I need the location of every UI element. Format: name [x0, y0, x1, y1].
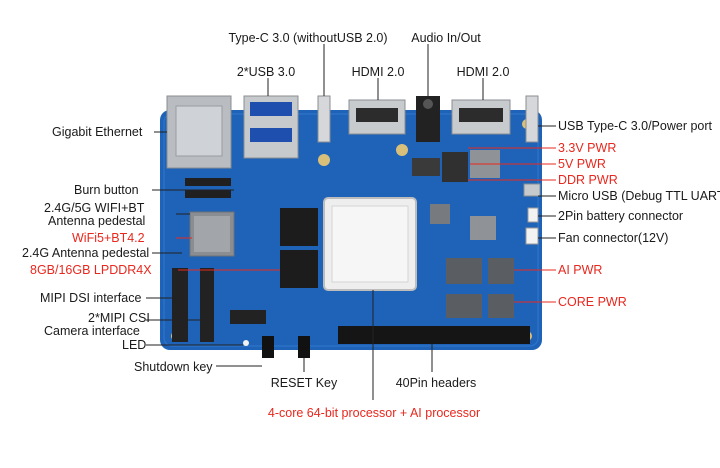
label-camera: Camera interface [44, 324, 140, 338]
label-shutdown: Shutdown key [134, 360, 213, 374]
label-lpddr: 8GB/16GB LPDDR4X [30, 263, 152, 277]
label-typec30: Type-C 3.0 (withoutUSB 2.0) [228, 31, 388, 45]
usbc-power-port [525, 95, 539, 143]
label-burn: Burn button [74, 183, 139, 197]
lpddr-chip [280, 250, 318, 288]
gpio-header [338, 326, 530, 344]
label-led: LED [122, 338, 147, 352]
label-usbc-power: USB Type-C 3.0/Power port [558, 119, 713, 133]
label-33v-pwr: 3.3V PWR [558, 141, 617, 155]
label-micro-usb: Micro USB (Debug TTL UART) [558, 189, 720, 203]
label-hdmi-a: HDMI 2.0 [351, 65, 405, 79]
label-wifi-bt: 2.4G/5G WIFI+BT [44, 201, 145, 215]
label-gigabit: Gigabit Ethernet [52, 125, 143, 139]
label-wifi5: WiFi5+BT4.2 [72, 231, 145, 245]
label-5v-pwr: 5V PWR [558, 157, 606, 171]
mipi-dsi-connector [172, 268, 188, 342]
label-ant24: 2.4G Antenna pedestal [22, 246, 150, 260]
fan-connector [525, 227, 539, 245]
micro-usb-port [523, 183, 541, 197]
label-processor: 4-core 64-bit processor + AI processor [267, 406, 481, 420]
label-ddr-pwr: DDR PWR [558, 173, 618, 187]
shutdown-key [262, 336, 274, 358]
label-mipi-dsi: MIPI DSI interface [40, 291, 142, 305]
typec30-port [317, 95, 331, 143]
label-battery: 2Pin battery connector [558, 209, 684, 223]
label-40pin: 40Pin headers [395, 376, 477, 390]
label-ai-pwr: AI PWR [558, 263, 603, 277]
label-fan: Fan connector(12V) [558, 231, 669, 245]
label-wifi-antenna: Antenna pedestal [48, 214, 146, 228]
battery-connector [527, 207, 539, 223]
label-mipi-csi: 2*MIPI CSI [88, 311, 150, 325]
leader-lines [146, 44, 556, 400]
lpddr-chip [280, 208, 318, 246]
label-audio: Audio In/Out [411, 31, 481, 45]
reset-key [298, 336, 310, 358]
label-usb30: 2*USB 3.0 [236, 65, 296, 79]
highlight-leader-lines [176, 147, 556, 303]
led-indicator [243, 340, 249, 346]
mipi-csi-connector [200, 268, 214, 342]
label-hdmi-b: HDMI 2.0 [456, 65, 510, 79]
label-core-pwr: CORE PWR [558, 295, 627, 309]
label-reset: RESET Key [270, 376, 338, 390]
